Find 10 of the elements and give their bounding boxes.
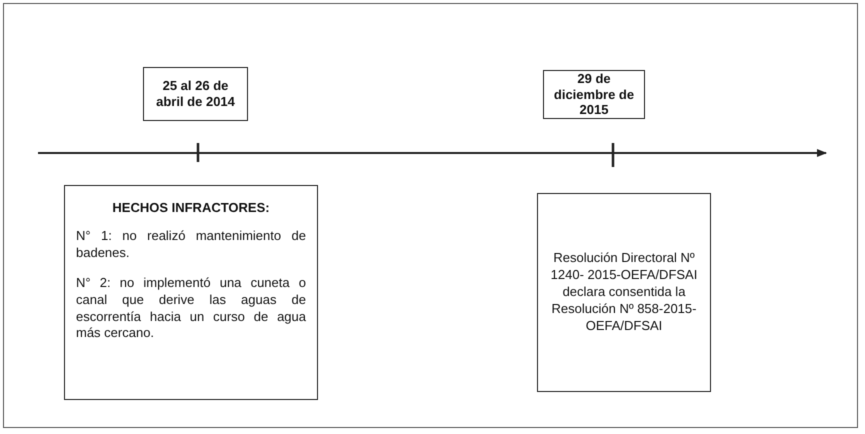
resolution-text: Resolución Directoral Nº 1240- 2015-OEFA/DFSAI declara consentida la Resolución Nº 858-2015- OEFA/DFSAI	[550, 250, 698, 335]
fact-paragraph: N° 2: no implementó una cuneta o canal que derive las aguas de escorrentía hacia un curso de agua más cercano.	[76, 274, 306, 342]
date-text: 25 al 26 de abril de 2014	[155, 78, 236, 110]
date-box	[143, 67, 248, 121]
box-heading: HECHOS INFRACTORES:	[111, 200, 271, 215]
facts-box	[64, 185, 318, 400]
resolution-box	[537, 193, 711, 392]
date-box	[543, 70, 645, 119]
fact-paragraph: N° 1: no realizó mantenimiento de badenes.	[76, 228, 306, 262]
date-text: 29 de diciembre de 2015	[552, 71, 636, 118]
